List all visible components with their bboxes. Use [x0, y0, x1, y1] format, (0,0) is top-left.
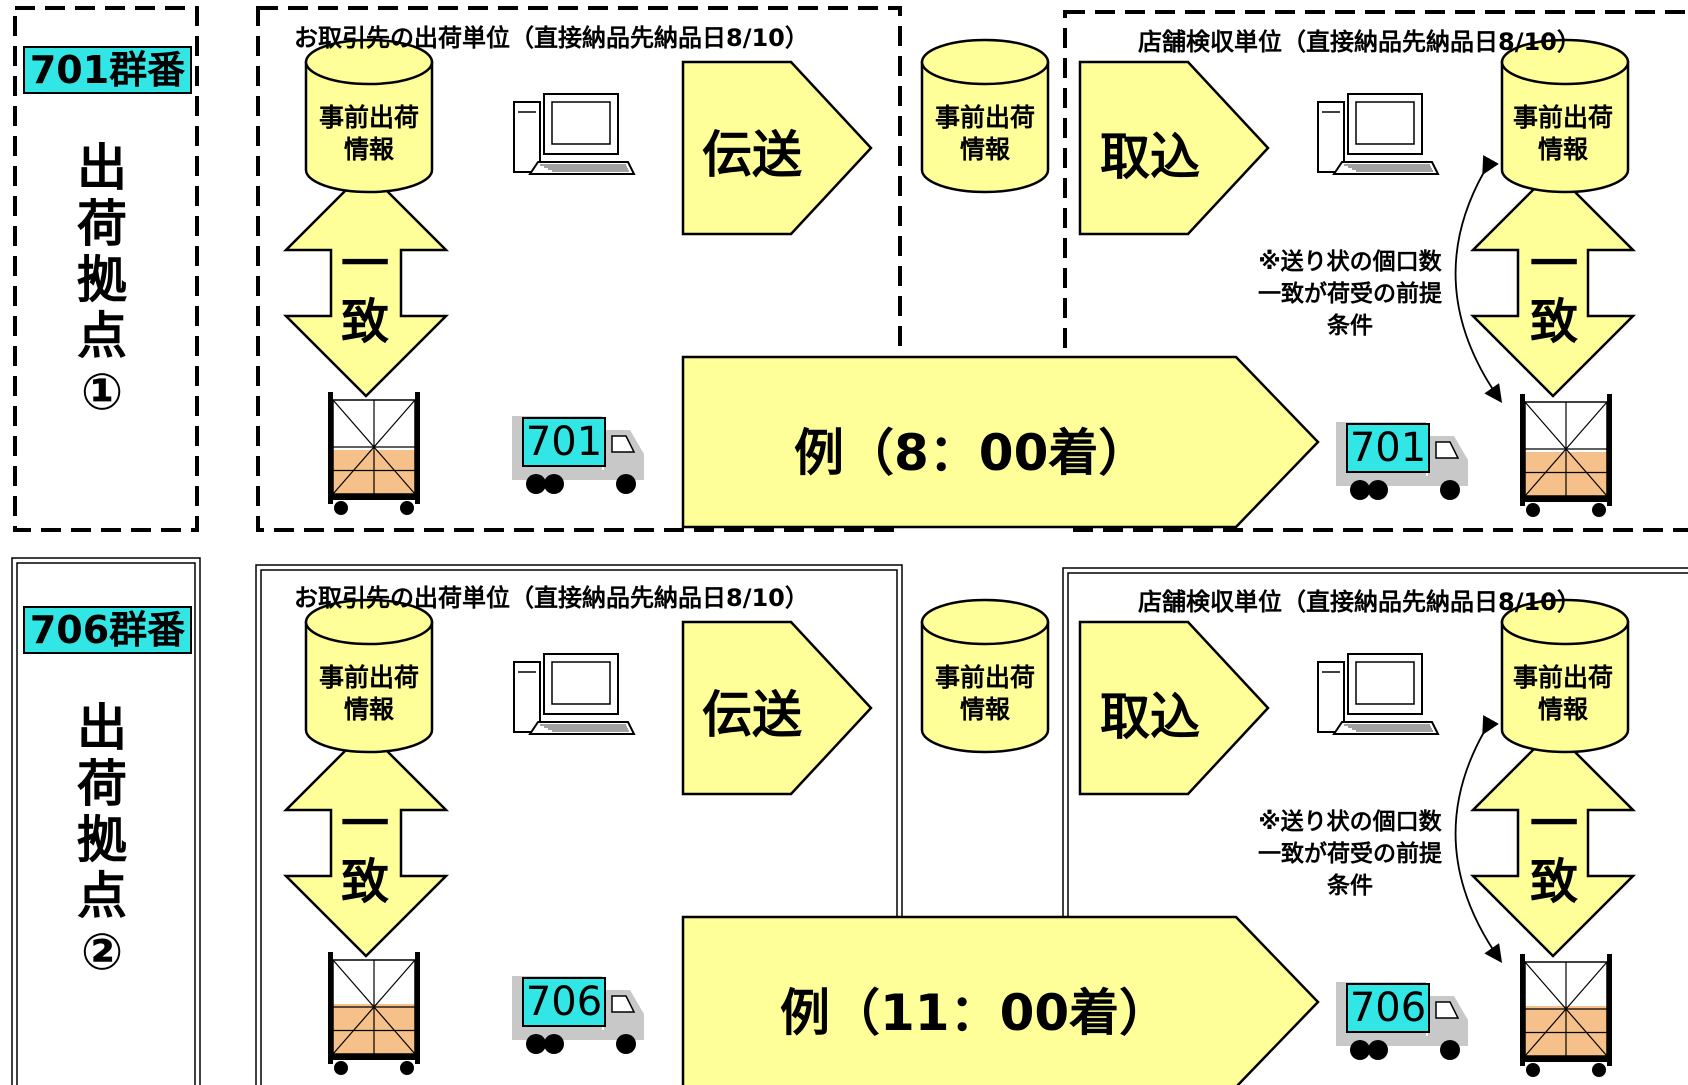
- store-frame-2: [1062, 567, 1688, 1085]
- cargo-cart-icon: [328, 392, 420, 515]
- db-middle-label: 事前出荷情報: [934, 103, 1035, 164]
- match-left-label: 一致: [340, 796, 389, 910]
- match-arrow-left: [282, 728, 450, 958]
- store-frame-2-inner: [1067, 572, 1688, 1085]
- match-arrow-left: [282, 168, 450, 398]
- db-middle-cylinder: [920, 38, 1050, 194]
- cargo-cart-icon: [328, 952, 420, 1075]
- match-arrow-right: [1469, 728, 1637, 958]
- db-supplier-label: 事前出荷情報: [318, 103, 419, 164]
- precondition-link: [1454, 715, 1503, 963]
- db-store-label: 事前出荷情報: [1512, 663, 1613, 724]
- truck-right-number: 701: [1346, 423, 1430, 473]
- db-store-label: 事前出荷情報: [1512, 103, 1613, 164]
- db-store-cylinder: [1500, 598, 1630, 754]
- location-title: 出荷拠点①: [77, 139, 127, 421]
- location-frame-1: [13, 6, 199, 532]
- truck-left-number: 701: [522, 417, 606, 467]
- arrival-example: 例（8：00着）: [794, 424, 1149, 482]
- db-supplier-cylinder: [304, 38, 434, 194]
- precondition-note: ※送り状の個口数一致が荷受の前提条件: [1258, 809, 1442, 899]
- delivery-arrow: [681, 355, 1320, 529]
- supplier-header: お取引先の出荷単位（直接納品先納品日8/10）: [294, 24, 809, 52]
- computer-icon: [513, 653, 636, 735]
- location-title: 出荷拠点②: [77, 699, 127, 981]
- store-header: 店舗検収単位（直接納品先納品日8/10）: [1138, 588, 1581, 616]
- db-middle-label: 事前出荷情報: [934, 663, 1035, 724]
- delivery-arrow: [681, 915, 1320, 1085]
- match-left-label: 一致: [340, 236, 389, 350]
- supplier-frame-2-inner: [260, 569, 898, 1085]
- import-label: 取込: [1100, 128, 1200, 186]
- flow-section-2: [282, 598, 1637, 1085]
- import-arrow: [1078, 620, 1270, 796]
- supplier-header: お取引先の出荷単位（直接納品先納品日8/10）: [294, 584, 809, 612]
- arrival-example: 例（11：00着）: [780, 984, 1170, 1042]
- group-badge: 701群番: [23, 46, 192, 94]
- location-frame-2: [11, 557, 201, 1085]
- match-arrow-right: [1469, 168, 1637, 398]
- db-supplier-label: 事前出荷情報: [318, 663, 419, 724]
- supplier-frame-2: [255, 564, 903, 1085]
- computer-icon: [1317, 653, 1440, 735]
- store-header: 店舗検収単位（直接納品先納品日8/10）: [1138, 28, 1581, 56]
- precondition-note: ※送り状の個口数一致が荷受の前提条件: [1258, 249, 1442, 339]
- match-right-label: 一致: [1529, 236, 1578, 350]
- truck-left-number: 706: [522, 977, 606, 1027]
- group-badge: 706群番: [23, 606, 192, 654]
- db-middle-cylinder: [920, 598, 1050, 754]
- supplier-frame-1: [256, 6, 902, 532]
- transmit-label: 伝送: [702, 686, 802, 744]
- location-frame-2-inner: [16, 562, 196, 1085]
- import-label: 取込: [1100, 688, 1200, 746]
- computer-icon: [1317, 93, 1440, 175]
- computer-icon: [513, 93, 636, 175]
- transmit-arrow: [681, 620, 873, 796]
- store-frame-1: [1063, 10, 1688, 532]
- db-store-cylinder: [1500, 38, 1630, 194]
- precondition-link: [1454, 155, 1503, 403]
- match-right-label: 一致: [1529, 796, 1578, 910]
- truck-right-number: 706: [1346, 983, 1430, 1033]
- transmit-arrow: [681, 60, 873, 236]
- cargo-cart-icon: [1520, 954, 1612, 1077]
- transmit-label: 伝送: [702, 126, 802, 184]
- import-arrow: [1078, 60, 1270, 236]
- db-supplier-cylinder: [304, 598, 434, 754]
- cargo-cart-icon: [1520, 394, 1612, 517]
